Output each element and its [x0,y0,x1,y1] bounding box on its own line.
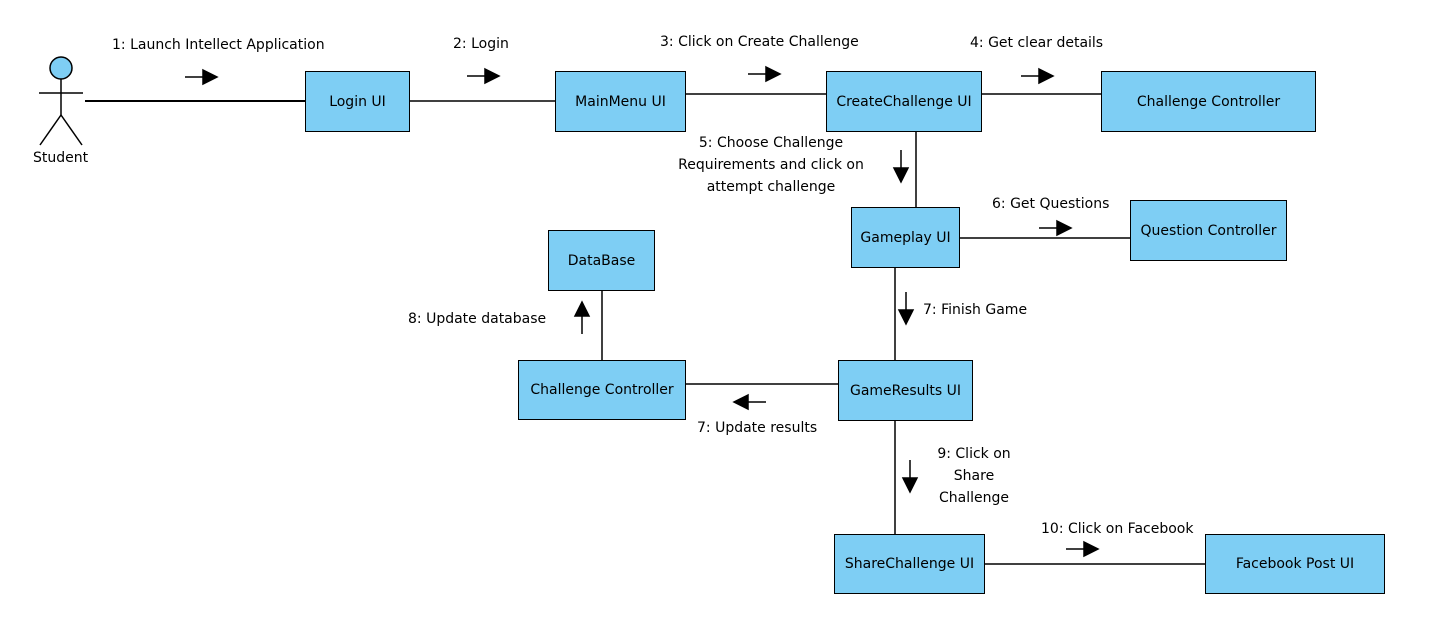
arrow-6-right [1039,219,1073,237]
node-createchallenge-ui[interactable]: CreateChallenge UI [826,71,982,132]
message-label-9-line1: 9: Click on [937,446,1011,462]
node-question-controller[interactable]: Question Controller [1130,200,1287,261]
message-label-7-finish: 7: Finish Game [923,302,1028,318]
message-label-5-line1: 5: Choose Challenge [698,135,844,151]
message-label-5-line3: attempt challenge [706,179,836,195]
message-label-7-update: 7: Update results [697,420,818,436]
actor-label-student: Student [33,150,89,166]
arrow-1-right [185,68,219,86]
node-mainmenu-ui[interactable]: MainMenu UI [555,71,686,132]
node-challenge-controller-left[interactable]: Challenge Controller [518,360,686,420]
node-sharechallenge-ui[interactable]: ShareChallenge UI [834,534,985,594]
message-label-5-line2: Requirements and click on [678,157,864,173]
arrow-7-left [732,393,766,411]
arrow-8-up [573,300,591,334]
message-label-6: 6: Get Questions [992,196,1110,212]
message-label-5: 5: Choose Challenge Requirements and cli… [676,132,866,198]
message-label-10: 10: Click on Facebook [1041,521,1194,537]
message-label-8: 8: Update database [408,311,547,327]
message-label-3: 3: Click on Create Challenge [660,34,859,50]
node-gameresults-ui[interactable]: GameResults UI [838,360,973,421]
arrow-5-down [892,150,910,184]
node-database[interactable]: DataBase [548,230,655,291]
message-label-9: 9: Click on Share Challenge [924,443,1024,509]
arrow-2-right [467,67,501,85]
arrow-9-down [901,460,919,494]
message-label-9-line2: Share [953,468,995,484]
message-label-2: 2: Login [453,36,509,52]
node-facebook-post-ui[interactable]: Facebook Post UI [1205,534,1385,594]
message-label-4: 4: Get clear details [970,35,1104,51]
message-label-9-line3: Challenge [939,490,1009,506]
arrow-10-right [1066,540,1100,558]
arrow-4-right [1021,67,1055,85]
node-login-ui[interactable]: Login UI [305,71,410,132]
message-label-1: 1: Launch Intellect Application [112,37,325,53]
arrow-3-right [748,65,782,83]
node-gameplay-ui[interactable]: Gameplay UI [851,207,960,268]
student-actor-icon [39,56,83,146]
node-challenge-controller-top[interactable]: Challenge Controller [1101,71,1316,132]
arrow-7-down [897,292,915,326]
